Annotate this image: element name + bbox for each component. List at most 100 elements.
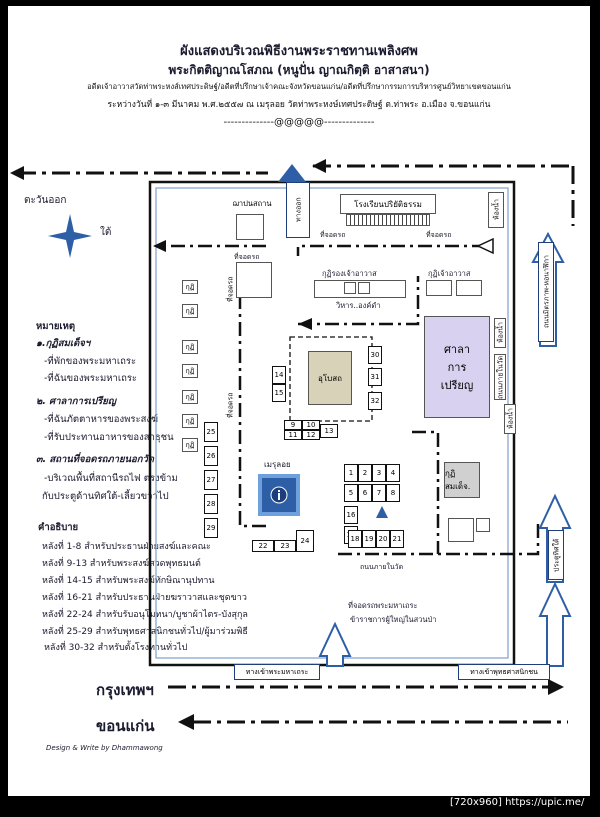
triangle-marker-icon [376,506,388,518]
pavilion-27: 27 [204,470,218,490]
pavilion-13: 13 [320,424,338,438]
explanation-line-6: หลังที่ 25-29 สำหรับพุทธศาสนิกชนทั่วไป/ผ… [42,627,248,637]
route-bottom-inner [338,524,540,556]
pavilion-14: 14 [272,366,286,384]
legend-item-3-title: ๓. สถานที่จอดรถภายนอกวัด [36,454,154,465]
ubosot: อุโบสถ [308,351,352,405]
legend-item-1-line-1: -ที่พักของพระมหาเถระ [44,356,137,367]
explanation-line-1: หลังที่ 1-8 สำหรับประธานฝ่ายสงฆ์และคณะ [42,542,211,552]
legend-item-1-line-2: -ที่ฉันของพระมหาเถระ [44,373,138,384]
pavilion-32: 32 [368,392,382,410]
pavilion-30: 30 [368,346,382,364]
road-kk-label: ขอนแก่น [96,717,155,735]
legend-item-3-line-2: กับประตูด้านทิศใต้-เลี้ยวขวาไป [42,491,169,502]
legend-item-2-title: ๒. ศาลาการเปรียญ [36,396,116,407]
explanation-line-2: หลังที่ 9-13 สำหรับพระสงฆ์สวดพุทธมนต์ [42,559,201,569]
route-right-inner [412,430,440,554]
parking-vert: ที่จอดรถ [224,268,236,310]
pavilion-2: 2 [358,464,372,482]
kuti-abbot-2 [456,280,482,296]
entry-monks-arrow-icon [318,621,352,667]
kuti-deputy-label: กุฏิรองเจ้าอาวาส [322,269,377,278]
pavilion-1: 1 [344,464,358,482]
arrow-left-icon [10,166,24,180]
arrow-center-icon [298,318,312,330]
parking-top-2: ที่จอดรถ [426,231,452,239]
pavilion-29: 29 [204,518,218,538]
parking-monks: ที่จอดรถพระมหาเถระ [348,601,418,610]
pavilion-11: 11 [284,430,302,440]
gate-arrow-icon [278,164,306,182]
chapel-building [236,214,264,240]
pavilion-10: 10 [302,420,320,430]
pavilion-8: 8 [386,484,400,502]
school-pattern [346,214,430,226]
arrow-left-icon-3 [178,714,194,730]
explanation-line-3: หลังที่ 14-15 สำหรับพระสงฆ์ทักษิณานุปทาน [42,576,215,586]
kuti-small [476,518,490,532]
pavilion-4: 4 [386,464,400,482]
entry-laity-arrow-icon [538,581,572,667]
map-sheet: ผังแสดงบริเวณพิธีงานพระราชทานเพลิงศพ พระ… [8,6,590,796]
kuti-7: กุฏิ [182,438,198,452]
map-line4: ระหว่างวันที่ ๑-๓ มีนาคม พ.ศ.๒๕๕๗ ณ เมรุ… [107,100,491,110]
right-lab-1: ห้องน้ำ [494,318,506,348]
inner-road-label: ถนนภายในวัด [360,563,404,571]
vihara-box [344,282,356,294]
info-icon [270,486,288,504]
compass-icon [48,214,92,258]
route-center [298,276,420,326]
chapel-label: ฌาปนสถาน [230,196,274,212]
exit-gate: ทางออก [286,182,310,238]
pavilion-3: 3 [372,464,386,482]
route-left-vertical [238,268,270,528]
kuti-3: กุฏิ [182,340,198,354]
sala-building: ศาลา การ เปรียญ [424,316,490,418]
arrow-left-icon-2 [312,159,326,173]
kuti-somdet: กุฏิสมเด็จ. [444,462,480,498]
kitchen-building: ห้องน้ำ [488,192,504,228]
vihara-box-2 [358,282,370,294]
arrow-inner-left-icon [153,240,166,252]
vihara-label: วิหาร..องค์ดำ [336,301,381,310]
map-line3: อดีตเจ้าอาวาสวัดท่าพระหงส์เทศประดิษฐ์/อด… [87,82,511,91]
pavilion-23: 23 [274,540,296,552]
pavilion-28: 28 [204,494,218,514]
pavilion-12: 12 [302,430,320,440]
left-building [236,262,272,298]
entry-monks: ทางเข้าพระมหาเถระ [234,664,320,680]
pavilion-16: 16 [344,506,358,524]
parking-top-1: ที่จอดรถ [320,231,346,239]
meru [258,474,300,516]
kuti-5: กุฏิ [182,390,198,404]
pavilion-26: 26 [204,446,218,466]
compass-south: ใต้ [100,227,112,238]
kuti-somdet-annex [448,518,474,542]
parking-officials: ข้าราชการผู้ใหญ่ในสวนป่า [350,615,437,624]
explanation-line-4: หลังที่ 16-21 สำหรับประธานฝ่ายฆราวาสและช… [42,593,247,603]
map-title: ผังแสดงบริเวณพิธีงานพระราชทานเพลิงศพ [180,44,418,59]
watermark: [720x960] https://upic.me/ [450,797,585,808]
right-gate: ประตูทิศใต้ [548,530,564,580]
pavilion-21: 21 [390,530,404,548]
legend-item-2-line-1: -ที่ฉันภัตตาหารของพระสงฆ์ [44,414,159,425]
pavilion-22: 22 [252,540,274,552]
separator: --------------@@@@@-------------- [223,117,375,128]
credit: Design & Write by Dhammawong [46,744,163,752]
arrow-inner-icon [476,237,494,255]
legend-heading: หมายเหตุ [36,321,76,332]
kuti-4: กุฏิ [182,364,198,378]
right-road: ถนนมิตรภาพ-หอนาฬิกา [538,242,554,342]
legend-item-1-title: ๑.กุฏิสมเด็จฯ [36,338,91,349]
explanation-heading: คำอธิบาย [38,522,79,533]
sala-label-1: ศาลา [443,343,471,356]
route-inner-top [296,244,486,256]
pavilion-20: 20 [376,530,390,548]
compass-east: ตะวันออก [24,195,67,206]
pavilion-25: 25 [204,422,218,442]
pavilion-31: 31 [368,368,382,386]
right-lab-2: ห้องน้ำ [504,404,516,434]
explanation-line-7: หลังที่ 30-32 สำหรับตั้งโรงทานทั่วไป [44,643,188,653]
kuti-1: กุฏิ [182,280,198,294]
kuti-6: กุฏิ [182,414,198,428]
